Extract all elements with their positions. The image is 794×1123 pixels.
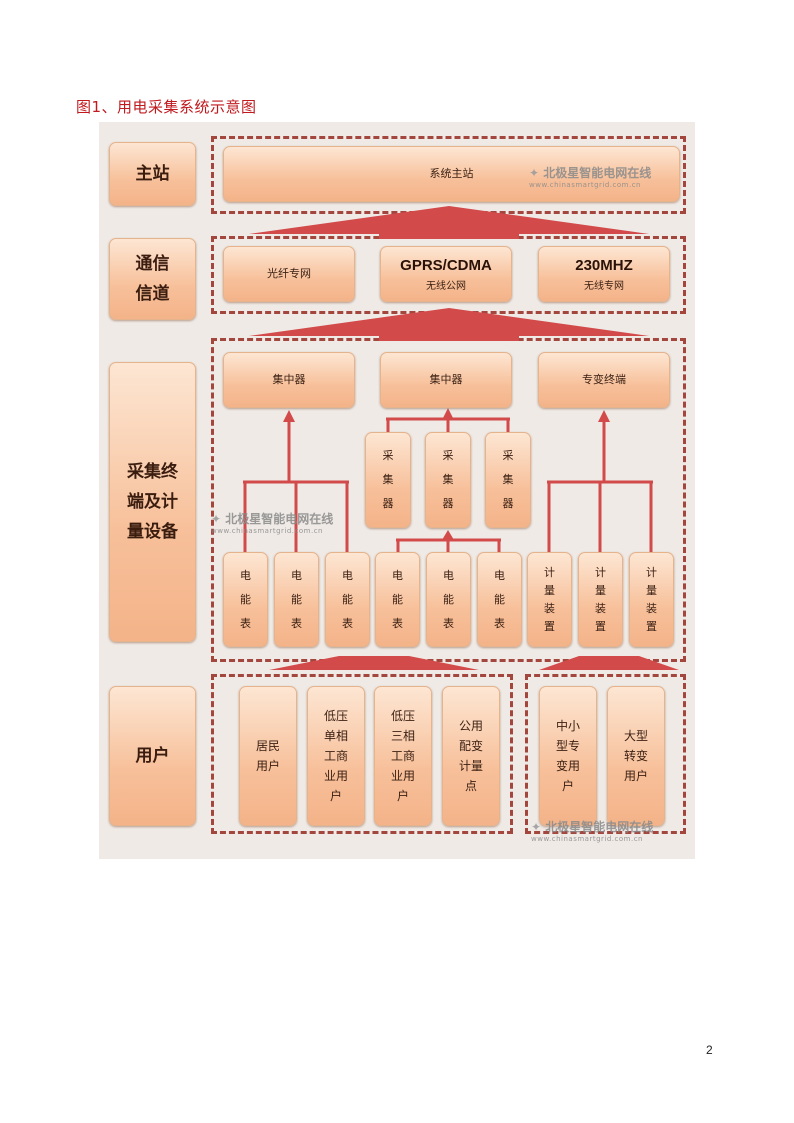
big-arrow-up bbox=[269, 656, 479, 670]
connection-lines bbox=[243, 206, 679, 670]
watermark: ✦ 北极星智能电网在线 www.chinasmartgrid.com.cn bbox=[211, 512, 334, 535]
layer-label-terminal: 采集终 端及计 量设备 bbox=[109, 362, 196, 642]
metering-device: 计 量 装 置 bbox=[629, 552, 674, 647]
big-arrow-up bbox=[539, 656, 679, 670]
energy-meter: 电 能 表 bbox=[375, 552, 420, 647]
layer-label-users: 用户 bbox=[109, 686, 196, 826]
big-arrow-up bbox=[249, 206, 649, 239]
watermark: ✦ 北极星智能电网在线 www.chinasmartgrid.com.cn bbox=[529, 166, 652, 189]
watermark: ✦ 北极星智能电网在线 www.chinasmartgrid.com.cn bbox=[531, 820, 654, 843]
figure-caption: 图1、用电采集系统示意图 bbox=[76, 98, 257, 116]
users-right-frame bbox=[525, 674, 686, 834]
system-diagram: 主站 通信 信道 采集终 端及计 量设备 用户 系统主站 光纤专网 GPRS/C… bbox=[99, 122, 695, 859]
low-voltage-three-phase-user: 低压 三相 工商 业用 户 bbox=[374, 686, 432, 826]
low-voltage-single-phase-user: 低压 单相 工商 业用 户 bbox=[307, 686, 365, 826]
public-transformer-metering-point: 公用 配变 计量 点 bbox=[442, 686, 500, 826]
collector: 采 集 器 bbox=[485, 432, 531, 528]
metering-device: 计 量 装 置 bbox=[527, 552, 572, 647]
energy-meter: 电 能 表 bbox=[477, 552, 522, 647]
metering-device: 计 量 装 置 bbox=[578, 552, 623, 647]
energy-meter: 电 能 表 bbox=[223, 552, 268, 647]
concentrator-left: 集中器 bbox=[223, 352, 355, 408]
fiber-private-network: 光纤专网 bbox=[223, 246, 355, 302]
special-transformer-terminal: 专变终端 bbox=[538, 352, 670, 408]
energy-meter: 电 能 表 bbox=[426, 552, 471, 647]
concentrator-middle: 集中器 bbox=[380, 352, 512, 408]
residential-user: 居民 用户 bbox=[239, 686, 297, 826]
satellite-logo-icon: ✦ bbox=[211, 512, 222, 526]
collector: 采 集 器 bbox=[425, 432, 471, 528]
users-left-frame bbox=[211, 674, 513, 834]
energy-meter: 电 能 表 bbox=[274, 552, 319, 647]
small-medium-special-transformer-user: 中小 型专 变用 户 bbox=[539, 686, 597, 826]
big-arrow-up bbox=[249, 308, 649, 341]
energy-meter: 电 能 表 bbox=[325, 552, 370, 647]
layer-label-master: 主站 bbox=[109, 142, 196, 206]
collector: 采 集 器 bbox=[365, 432, 411, 528]
system-master-station: 系统主站 bbox=[223, 146, 680, 202]
layer-label-channel: 通信 信道 bbox=[109, 238, 196, 320]
satellite-logo-icon: ✦ bbox=[529, 166, 540, 180]
page-number: 2 bbox=[706, 1043, 713, 1057]
large-transformer-user: 大型 转变 用户 bbox=[607, 686, 665, 826]
satellite-logo-icon: ✦ bbox=[531, 820, 542, 834]
